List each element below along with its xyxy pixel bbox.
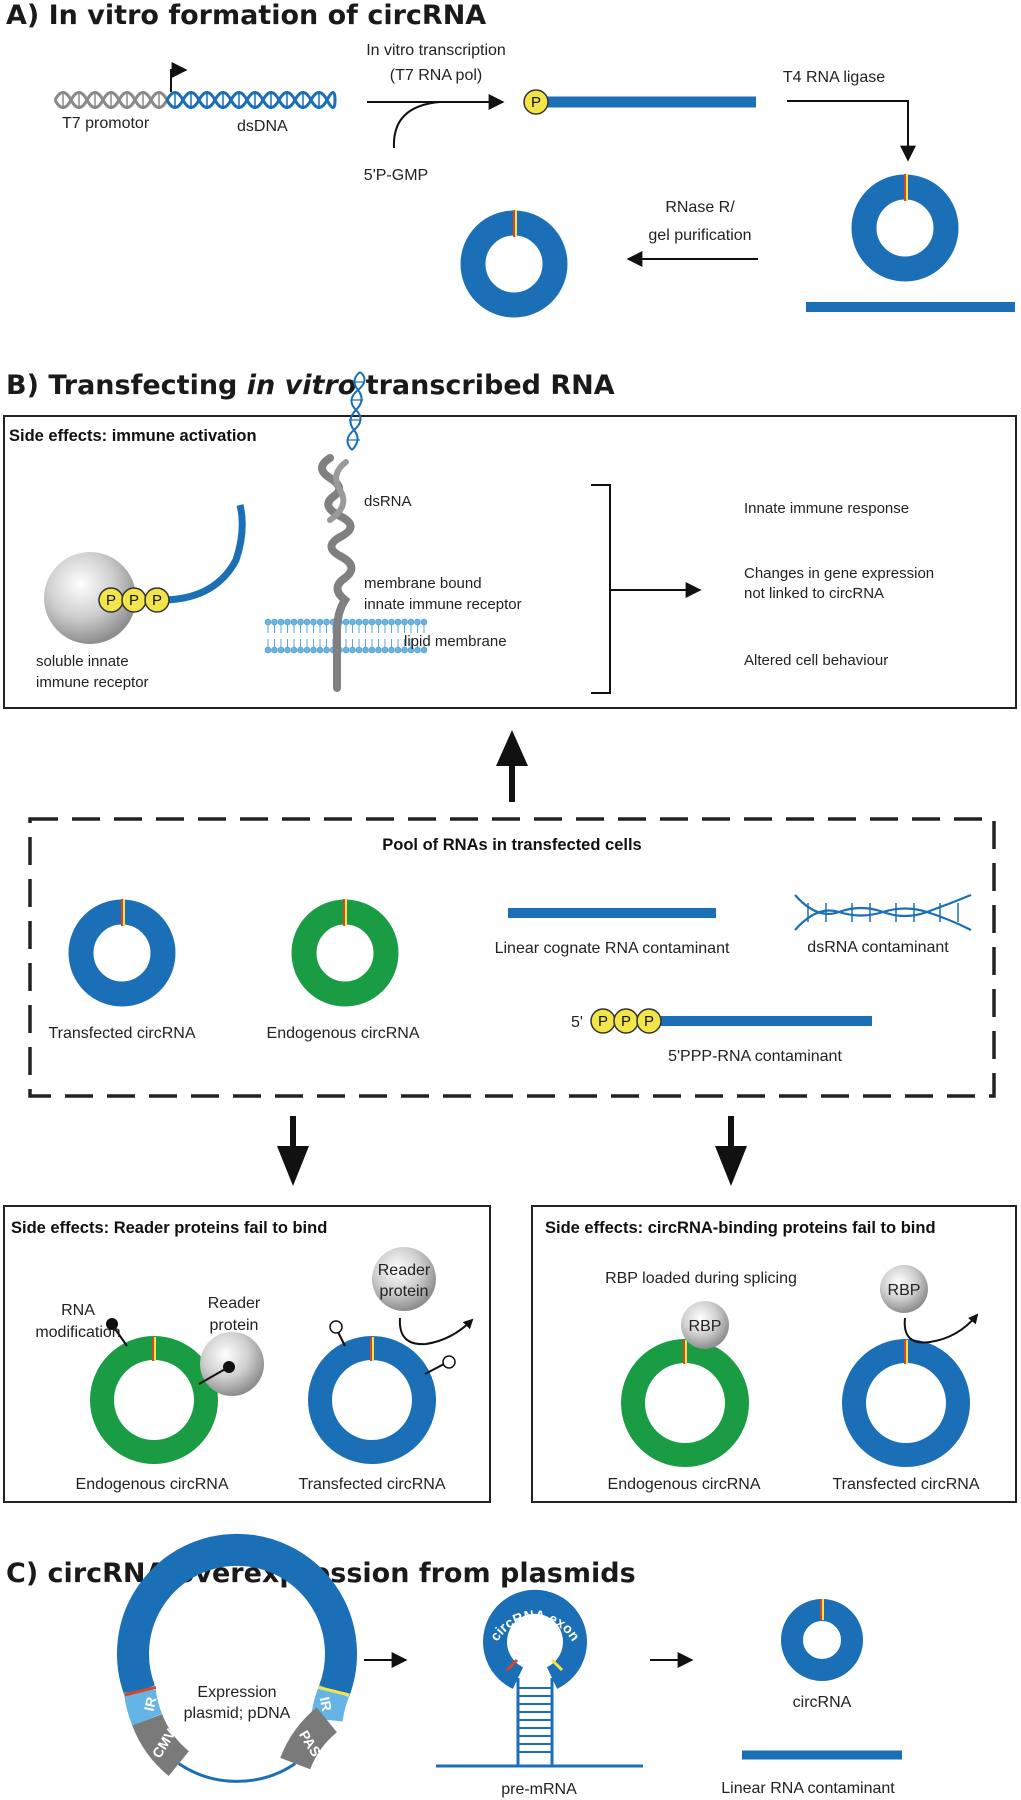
reader-box	[3, 1205, 491, 1503]
plasmid-label-line2: plasmid; pDNA	[184, 1705, 291, 1722]
t7-promotor-label: T7 promotor	[62, 115, 150, 132]
bound-modification-dot	[223, 1361, 235, 1373]
ppp-contaminant-label: 5'PPP-RNA contaminant	[668, 1048, 842, 1065]
up-arrow	[496, 730, 528, 802]
rna-modification-dot	[106, 1318, 118, 1330]
reader-endogenous-circrna	[90, 1336, 218, 1464]
rbp-endogenous-circrna	[621, 1339, 749, 1467]
transcription-start-arrow	[170, 62, 188, 92]
svg-text:P: P	[152, 592, 162, 609]
dsdna-label: dsDNA	[237, 118, 288, 135]
svg-text:P: P	[621, 1013, 631, 1030]
rbp-box	[531, 1205, 1017, 1503]
premrna-structure	[436, 1589, 643, 1768]
free-reader-label-line2: protein	[380, 1283, 429, 1300]
rbp-box-title: Side effects: circRNA-binding proteins f…	[545, 1219, 936, 1237]
rnase-label-line2: gel purification	[648, 227, 751, 244]
linear-rna-contaminant-label: Linear RNA contaminant	[721, 1780, 895, 1797]
bound-modification-stem	[198, 1367, 228, 1385]
reader-protein-free	[372, 1247, 436, 1311]
rbp-free	[880, 1265, 928, 1313]
rbp-free-label: RBP	[888, 1282, 921, 1299]
lipid-membrane	[264, 618, 428, 654]
membrane-receptor	[318, 454, 356, 692]
svg-text:P: P	[129, 592, 139, 609]
ppp-phosphates: P P P	[590, 1008, 662, 1034]
unmodified-stem-2	[424, 1363, 445, 1375]
plasmid-label-line1: Expression	[197, 1684, 276, 1701]
phosphate-circle	[523, 89, 549, 115]
svg-text:P: P	[106, 592, 116, 609]
rbp-transfected-label: Transfected circRNA	[833, 1476, 980, 1493]
outcome-bracket	[591, 484, 611, 694]
membrane-receptor-label-line2: innate immune receptor	[364, 596, 522, 613]
plasmid	[117, 1533, 357, 1783]
gmp-input-curve	[392, 101, 441, 149]
rbp-loaded-label: RBP loaded during splicing	[605, 1270, 797, 1287]
down-arrow-left	[277, 1116, 309, 1186]
dsrna-contaminant-helix	[794, 893, 972, 931]
reader-label-line1: Reader	[208, 1295, 261, 1312]
unmodified-site-2	[442, 1355, 456, 1369]
phosphate-label: P	[531, 94, 541, 111]
overexpressed-circrna-label: circRNA	[793, 1694, 852, 1711]
pool-box	[28, 817, 996, 1098]
reader-box-title: Side effects: Reader proteins fail to bi…	[11, 1219, 327, 1237]
svg-text:P: P	[644, 1013, 654, 1030]
gmp-label: 5'P-GMP	[364, 167, 428, 184]
rbp-release-arrow	[903, 1313, 979, 1344]
soluble-receptor-label-line2: immune receptor	[36, 674, 149, 691]
modification-label-line1: RNA	[61, 1302, 95, 1319]
outcome-2-line1: Changes in gene expression	[744, 565, 934, 582]
soluble-receptor-sphere	[44, 552, 136, 644]
unmodified-site-1	[329, 1320, 343, 1334]
plasmid-circrna-arc-label: circRNA	[207, 1484, 267, 1503]
dsrna-label: dsRNA	[364, 493, 412, 510]
membrane-receptor-fold	[327, 459, 349, 523]
ligase-label: T4 RNA ligase	[783, 69, 885, 86]
svg-text:P: P	[598, 1013, 608, 1030]
dsrna-contaminant-label: dsRNA contaminant	[807, 939, 949, 956]
reader-label-line2: protein	[210, 1317, 259, 1334]
rbp-bound-label: RBP	[689, 1318, 722, 1335]
five-prime-label: 5'	[571, 1014, 583, 1031]
rnase-label-line1: RNase R/	[665, 199, 735, 216]
linear-contaminant-label: Linear cognate RNA contaminant	[495, 940, 730, 957]
outcome-1: Innate immune response	[744, 500, 909, 517]
reader-transfected-label: Transfected circRNA	[299, 1476, 446, 1493]
rna-modification-stem	[112, 1325, 128, 1347]
ivt-label-line1: In vitro transcription	[366, 42, 506, 59]
ivt-label-line2: (T7 RNA pol)	[390, 67, 482, 84]
outcome-2-line2: not linked to circRNA	[744, 585, 884, 602]
outcome-3: Altered cell behaviour	[744, 652, 888, 669]
pool-transfected-label: Transfected circRNA	[49, 1025, 196, 1042]
soluble-receptor-label-line1: soluble innate	[36, 653, 129, 670]
reader-release-arrow	[398, 1317, 474, 1346]
free-reader-label-line1: Reader	[378, 1262, 431, 1279]
rbp-transfected-circrna	[842, 1339, 970, 1467]
immune-box-title: Side effects: immune activation	[9, 427, 257, 445]
ir-right-label: IR	[317, 1695, 336, 1712]
down-arrow-right	[715, 1116, 747, 1186]
rbp-bound	[681, 1301, 729, 1349]
panel-b-title: B) Transfecting in vitro transcribed RNA	[6, 370, 615, 401]
triphosphate: P P P	[98, 587, 170, 613]
premrna-label: pre-mRNA	[501, 1781, 577, 1798]
ppp-rna-strand	[165, 504, 246, 604]
modification-label-line2: modification	[35, 1324, 120, 1341]
panel-a-title: A) In vitro formation of circRNA	[6, 0, 486, 31]
immune-box	[3, 415, 1017, 709]
lipid-membrane-label: lipid membrane	[404, 633, 507, 650]
pool-box-title: Pool of RNAs in transfected cells	[382, 836, 641, 854]
ligase-arrow	[787, 100, 916, 162]
dsdna-helix	[53, 91, 337, 109]
membrane-receptor-label-line1: membrane bound	[364, 575, 482, 592]
reader-transfected-circrna	[308, 1336, 436, 1464]
ir-left-label: IR	[141, 1695, 160, 1712]
pool-endogenous-label: Endogenous circRNA	[267, 1025, 420, 1042]
dsrna-helix	[346, 371, 366, 451]
rbp-endogenous-label: Endogenous circRNA	[608, 1476, 761, 1493]
reader-endogenous-label: Endogenous circRNA	[76, 1476, 229, 1493]
